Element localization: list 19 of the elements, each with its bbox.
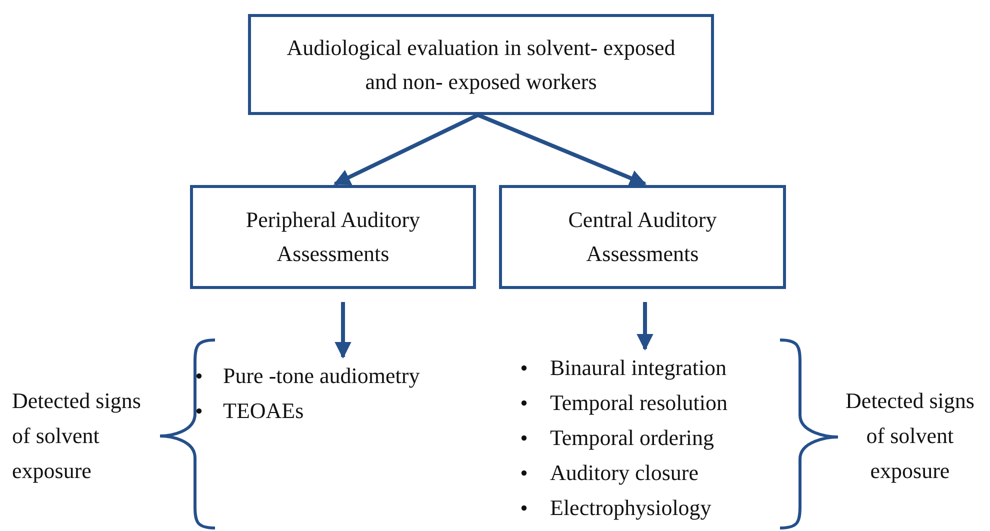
process-box bbox=[248, 14, 714, 115]
box-text: Audiological evaluation in solvent- exposed and non- exposed workers bbox=[286, 34, 676, 96]
process-box bbox=[499, 185, 786, 289]
arrow bbox=[636, 302, 654, 351]
process-box bbox=[190, 185, 476, 289]
arrow bbox=[477, 113, 647, 186]
arrow bbox=[333, 113, 479, 186]
list-item-text: Temporal resolution bbox=[550, 390, 728, 415]
box-text: Central Auditory Assessments bbox=[567, 206, 718, 268]
arrow bbox=[334, 302, 352, 359]
list-item-text: Electrophysiology bbox=[550, 495, 712, 520]
list-item-text: Auditory closure bbox=[550, 460, 698, 485]
list-item-text: Pure -tone audiometry bbox=[223, 363, 420, 388]
side-note: Detected signs of solvent exposure bbox=[844, 387, 976, 485]
box-text: Peripheral Auditory Assessments bbox=[244, 206, 422, 268]
side-note: Detected signs of solvent exposure bbox=[12, 387, 142, 485]
list-item-text: Binaural integration bbox=[550, 355, 727, 380]
list-item-text: TEOAEs bbox=[223, 398, 304, 423]
list-item-text: Temporal ordering bbox=[550, 425, 714, 450]
